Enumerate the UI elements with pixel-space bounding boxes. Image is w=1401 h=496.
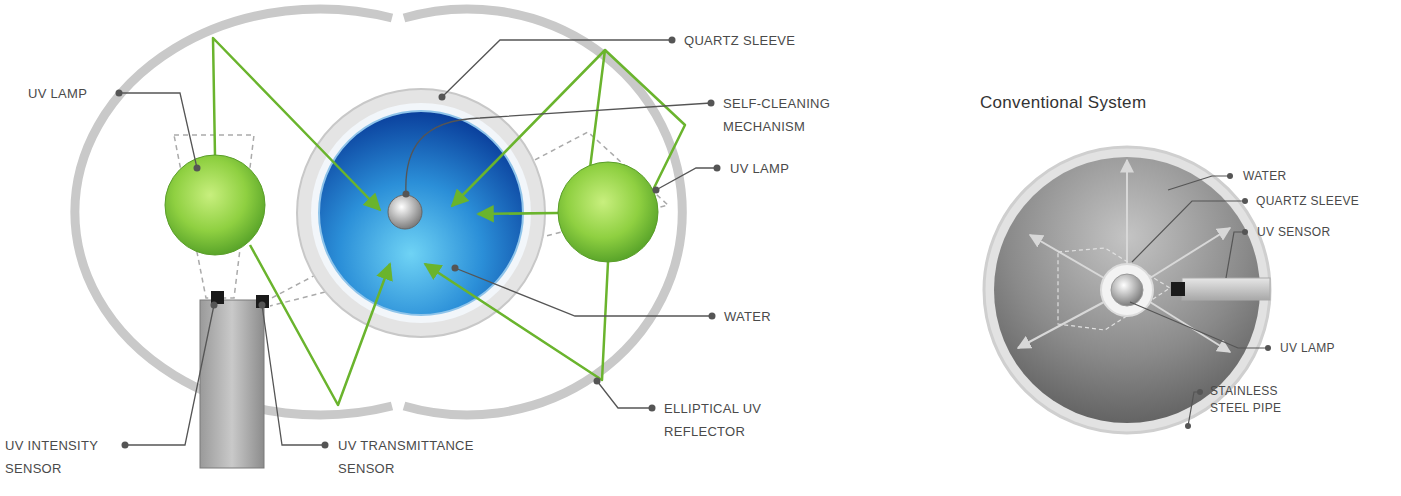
uv-transmittance-sensor bbox=[256, 295, 269, 308]
callout-label: UV INTENSITY SENSOR bbox=[5, 434, 117, 480]
self-cleaning-mechanism bbox=[388, 195, 422, 229]
leader-lines bbox=[119, 40, 717, 445]
uv-lamp bbox=[558, 162, 658, 262]
leader-dots bbox=[116, 37, 721, 449]
uv-lamp bbox=[1111, 274, 1143, 306]
callout-label: SELF-CLEANING MECHANISM bbox=[723, 92, 848, 138]
callout-label: QUARTZ SLEEVE bbox=[684, 29, 795, 52]
uv-lamp bbox=[165, 155, 265, 255]
uv-rays bbox=[213, 38, 685, 405]
callout-label: STAINLESS STEEL PIPE bbox=[1210, 383, 1302, 417]
light-cone bbox=[1058, 248, 1170, 330]
callout-label: QUARTZ SLEEVE bbox=[1256, 192, 1359, 210]
callout-label: UV LAMP bbox=[730, 157, 789, 180]
uv-sensor bbox=[1171, 282, 1185, 296]
callout-label: UV TRANSMITTANCE SENSOR bbox=[338, 434, 503, 480]
callout-label: UV LAMP bbox=[1280, 339, 1335, 357]
callout-label: UV SENSOR bbox=[1257, 223, 1330, 241]
radiation-arrows bbox=[1018, 160, 1230, 352]
panel-heading: Conventional System bbox=[980, 91, 1146, 115]
callout-label: WATER bbox=[724, 305, 771, 328]
callout-label: ELLIPTICAL UV REFLECTOR bbox=[664, 397, 789, 443]
callout-label: UV LAMP bbox=[28, 82, 87, 105]
callout-label: WATER bbox=[1243, 167, 1287, 185]
uv-sensor-rod bbox=[1182, 278, 1270, 300]
